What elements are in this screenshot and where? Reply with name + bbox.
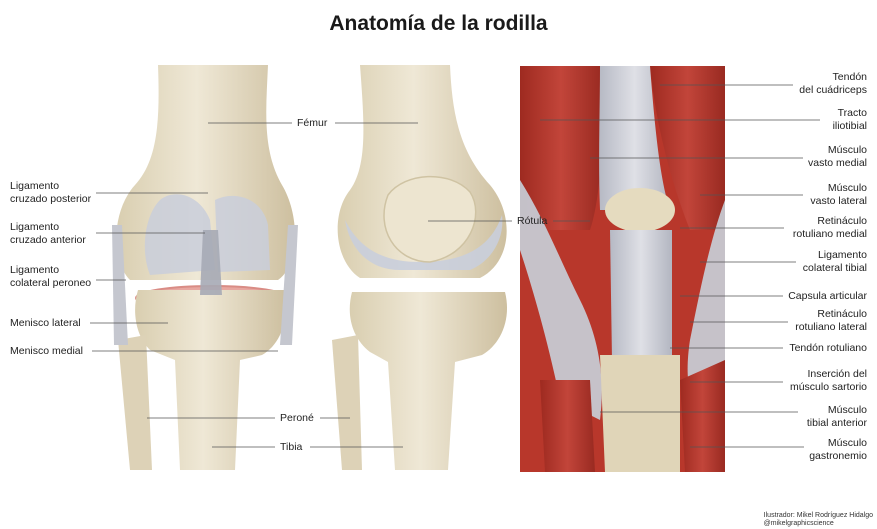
label-tibia: Tibia: [280, 441, 302, 454]
tibia-bone-2: [350, 292, 507, 470]
fibula-bone-2: [332, 335, 362, 470]
label-menisco-medial: Menisco medial: [10, 345, 83, 358]
label-ligamento-colateral-tibial: Ligamento colateral tibial: [803, 249, 867, 275]
patella-3: [605, 188, 675, 232]
label-vasto-medial: Músculo vasto medial: [808, 144, 867, 170]
label-tibial-anterior: Músculo tibial anterior: [807, 404, 867, 430]
illustrator-credit: Ilustrador: Mikel Rodríguez Hidalgo @mik…: [764, 512, 873, 528]
tibia-bone-1: [135, 290, 286, 470]
knee-patella-view: [332, 65, 507, 470]
label-retinaculo-lateral: Retináculo rotuliano lateral: [795, 308, 867, 334]
label-femur: Fémur: [297, 117, 327, 130]
label-tendon-cuadriceps: Tendón del cuádriceps: [799, 71, 867, 97]
label-tracto-iliotibial: Tracto iliotibial: [833, 107, 867, 133]
knee-muscle-view: [520, 66, 725, 472]
label-capsula-articular: Capsula articular: [788, 290, 867, 303]
label-rotula: Rótula: [517, 215, 547, 228]
label-gastronemio: Músculo gastronemio: [809, 437, 867, 463]
label-ligamento-cruzado-posterior: Ligamento cruzado posterior: [10, 180, 91, 206]
label-insercion-sartorio: Inserción del músculo sartorio: [790, 368, 867, 394]
label-retinaculo-medial: Retináculo rotuliano medial: [793, 215, 867, 241]
label-vasto-lateral: Músculo vasto lateral: [810, 182, 867, 208]
label-tendon-rotuliano: Tendón rotuliano: [789, 342, 867, 355]
label-ligamento-cruzado-anterior: Ligamento cruzado anterior: [10, 221, 86, 247]
label-ligamento-colateral-peroneo: Ligamento colateral peroneo: [10, 264, 91, 290]
knee-front-view: [112, 65, 298, 470]
label-perone: Peroné: [280, 412, 314, 425]
label-menisco-lateral: Menisco lateral: [10, 317, 81, 330]
fibula-bone-1: [118, 335, 152, 470]
